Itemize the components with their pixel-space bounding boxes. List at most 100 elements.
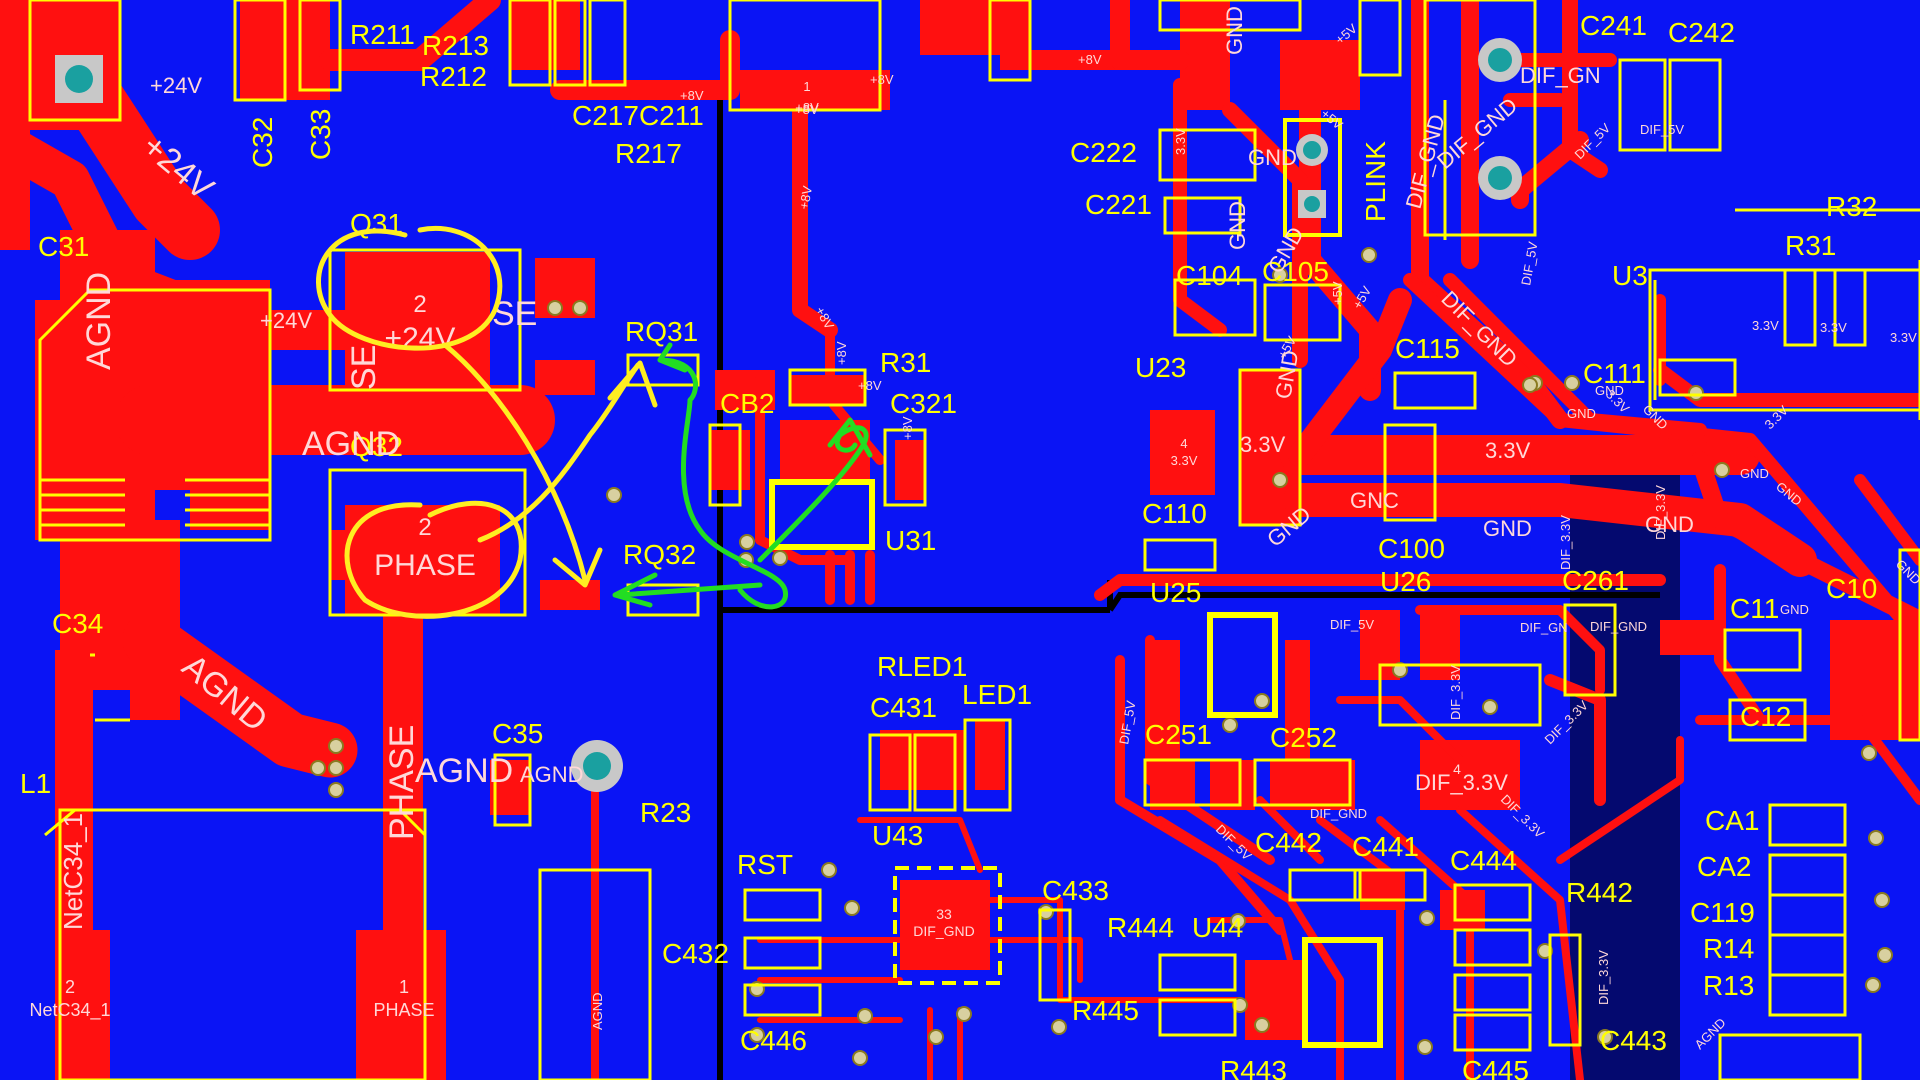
net-dif-5-b: DIF_5V [1640, 122, 1684, 137]
refdes-c433: C433 [1042, 875, 1109, 906]
refdes-c432: C432 [662, 938, 729, 969]
pad-q31-pin: 2 [413, 291, 426, 318]
net-33v-mid: 3.3V [1485, 438, 1531, 463]
net-33v-r31: 3.3V [1752, 318, 1779, 333]
refdes-u23: U23 [1135, 352, 1186, 383]
refdes-c261: C261 [1562, 565, 1629, 596]
net-agnd-via: AGND [520, 762, 584, 787]
green-loop-arrow [657, 357, 788, 610]
refdes-r32: R32 [1826, 191, 1877, 222]
net-gnd-mid: GND [1483, 516, 1532, 541]
net-plus8v-h: +8V [858, 378, 882, 393]
refdes-c442: C442 [1255, 827, 1322, 858]
reference-designators: Q31 Q32 RQ31 RQ32 R31 C321 U31 CB2 C31 C… [20, 10, 1877, 1080]
refdes-c251: C251 [1145, 719, 1212, 750]
net-gnd-c10b: GND [1740, 466, 1769, 481]
net-gnd-u23: GND [1225, 201, 1250, 250]
net-dif-gn-a: DIF_GN [1520, 620, 1568, 635]
pad-l1-net1: PHASE [373, 1000, 434, 1020]
net-agnd-bottom: AGND [415, 752, 513, 790]
net-gnd-small3: GND [1595, 383, 1624, 398]
refdes-c242: C242 [1668, 17, 1735, 48]
copper-middle [710, 0, 1920, 1080]
refdes-c443: C443 [1600, 1025, 1667, 1056]
net-33v-r32: 3.3V [1890, 330, 1917, 345]
net-agnd-small: AGND [590, 992, 605, 1030]
pad-l1-net2: NetC34_1 [29, 1000, 110, 1021]
refdes-r213: R213 [422, 30, 489, 61]
net-dif-33v-c: DIF_3.3V [1448, 665, 1463, 720]
refdes-c105: C105 [1262, 256, 1329, 287]
refdes-c110: C110 [1142, 498, 1207, 529]
refdes-c11: C11 [1730, 593, 1779, 624]
net-33v-small: 3.3V [1173, 128, 1188, 155]
refdes-r211: R211 [350, 19, 415, 50]
q32-drain-pad [345, 505, 500, 615]
refdes-u31: U31 [885, 525, 936, 556]
yellow-annotations [316, 226, 658, 619]
refdes-r31-right: R31 [1785, 230, 1836, 261]
refdes-c119: C119 [1690, 897, 1755, 928]
refdes-r445: R445 [1072, 995, 1139, 1026]
refdes-rq32: RQ32 [623, 539, 696, 570]
refdes-rled1: RLED1 [877, 651, 967, 682]
pad-u43-pin: 33 [936, 906, 952, 922]
net-dif-33v-f: DIF_3.3V [1596, 950, 1611, 1005]
refdes-c104: C104 [1176, 260, 1243, 291]
yellow-arrow-cross-1 [442, 342, 588, 583]
net-plus8v-d: +8V [795, 102, 819, 117]
net-plus8v-e: +8V [796, 184, 815, 210]
refdes-u44: U44 [1192, 912, 1243, 943]
refdes-c252: C252 [1270, 722, 1337, 753]
refdes-ca2: CA2 [1697, 851, 1751, 882]
refdes-led1: LED1 [962, 679, 1032, 710]
net-plus5v-d: +5V [1330, 281, 1345, 305]
refdes-c431: C431 [870, 692, 937, 723]
pad-u43-net: DIF_GND [913, 923, 974, 939]
net-se-vertical: SE [345, 345, 383, 390]
refdes-r443: R443 [1220, 1055, 1287, 1080]
net-gnd-top: GND [1222, 6, 1247, 55]
refdes-r13: R13 [1703, 970, 1754, 1001]
net-dif-gnd-c442: DIF_GND [1310, 806, 1367, 821]
net-plus8v-b: +8V [870, 72, 894, 87]
refdes-r217: R217 [615, 138, 682, 169]
refdes-c12: C12 [1740, 701, 1791, 732]
net-plus8v-c: +8V [1078, 52, 1102, 67]
refdes-c33: C33 [305, 109, 336, 160]
refdes-c241: C241 [1580, 10, 1647, 41]
refdes-c35: C35 [492, 718, 543, 749]
refdes-plink: PLINK [1360, 141, 1391, 222]
refdes-c221: C221 [1085, 189, 1152, 220]
net-33v-u23: 3.3V [1240, 432, 1286, 457]
net-plus8v-i: +8V [900, 416, 915, 440]
refdes-cb2: CB2 [720, 388, 774, 419]
refdes-c31: C31 [38, 231, 89, 262]
refdes-c32: C32 [247, 117, 278, 168]
refdes-c111: C111 [1583, 358, 1646, 389]
net-gnd-plink: GND [1248, 145, 1297, 170]
yellow-circle-q31 [316, 226, 503, 351]
net-33v-r31b: 3.3V [1820, 320, 1847, 335]
net-dif-33v-b: DIF_3.3V [1653, 485, 1668, 540]
refdes-c217c211: C217C211 [572, 100, 704, 131]
net-gnc: GNC [1350, 488, 1399, 513]
refdes-r14: R14 [1703, 933, 1754, 964]
refdes-l1: L1 [20, 768, 51, 799]
pad-u23-pin: 4 [1180, 436, 1187, 451]
green-annotations [612, 342, 873, 610]
vias [55, 38, 1893, 1066]
refdes-c222: C222 [1070, 137, 1137, 168]
pad-l1-pin1: 1 [399, 977, 409, 997]
refdes-c34: C34 [52, 608, 103, 639]
refdes-r212: R212 [420, 61, 487, 92]
refdes-c100: C100 [1378, 533, 1445, 564]
refdes-c446: C446 [740, 1025, 807, 1056]
refdes-c321: C321 [890, 388, 957, 419]
refdes-u25: U25 [1150, 577, 1201, 608]
refdes-ca1: CA1 [1705, 805, 1759, 836]
net-agnd-horizontal: AGND [302, 425, 400, 463]
plane-split-lines [717, 100, 1680, 1080]
refdes-rq31: RQ31 [625, 316, 698, 347]
